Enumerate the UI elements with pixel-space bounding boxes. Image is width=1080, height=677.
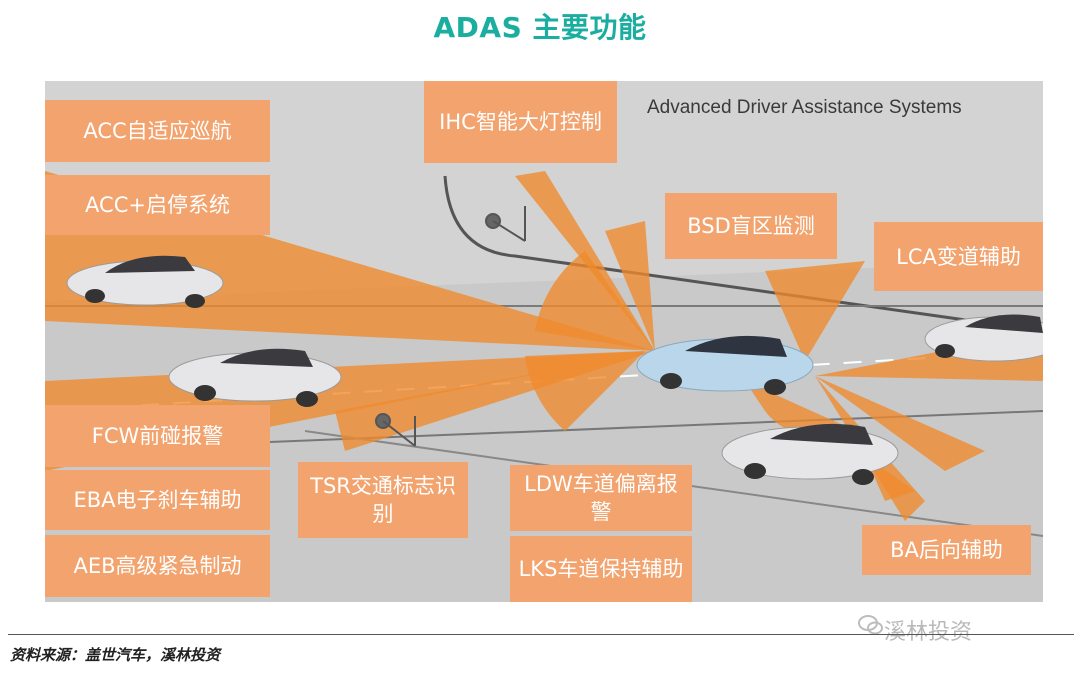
label-ba: BA后向辅助 xyxy=(862,525,1031,575)
beam-bsd-left xyxy=(535,251,655,351)
beam-rear xyxy=(745,381,845,436)
car-front-left xyxy=(66,255,224,308)
sign-arm-1 xyxy=(492,220,526,242)
watermark: 溪林投资 xyxy=(884,620,973,645)
road-edge-line xyxy=(443,175,1043,333)
footer-divider xyxy=(8,634,1074,635)
adas-diagram: Advanced Driver Assistance Systems ACC自适… xyxy=(45,81,1043,602)
beam-ldw xyxy=(525,351,645,431)
source-note: 资料来源：盖世汽车，溪林投资 xyxy=(10,646,221,664)
label-aeb: AEB高级紧急制动 xyxy=(45,535,270,597)
label-ldw: LDW车道偏离报警 xyxy=(510,465,692,531)
label-lks: LKS车道保持辅助 xyxy=(510,536,692,602)
car-right-lane xyxy=(924,314,1043,362)
label-lca: LCA变道辅助 xyxy=(874,222,1043,291)
label-acc: ACC自适应巡航 xyxy=(45,100,270,162)
label-tsr: TSR交通标志识别 xyxy=(298,462,468,538)
beam-ba xyxy=(815,376,985,471)
label-fcw: FCW前碰报警 xyxy=(45,405,270,467)
label-bsd: BSD盲区监测 xyxy=(665,193,837,259)
sign-arm-2 xyxy=(382,420,416,447)
label-ihc: IHC智能大灯控制 xyxy=(424,81,617,163)
traffic-signs xyxy=(375,206,526,447)
car-rear xyxy=(721,423,899,485)
car-ego xyxy=(636,335,814,395)
car-front-mid xyxy=(168,348,342,407)
wechat-icon xyxy=(858,615,883,635)
page-title: ADAS 主要功能 xyxy=(433,11,647,44)
beam-ihc-2 xyxy=(605,221,655,351)
label-acc-plus: ACC+启停系统 xyxy=(45,175,270,235)
diagram-subtitle: Advanced Driver Assistance Systems xyxy=(647,97,962,118)
label-eba: EBA电子刹车辅助 xyxy=(45,470,270,530)
beam-lca-top xyxy=(765,261,865,361)
